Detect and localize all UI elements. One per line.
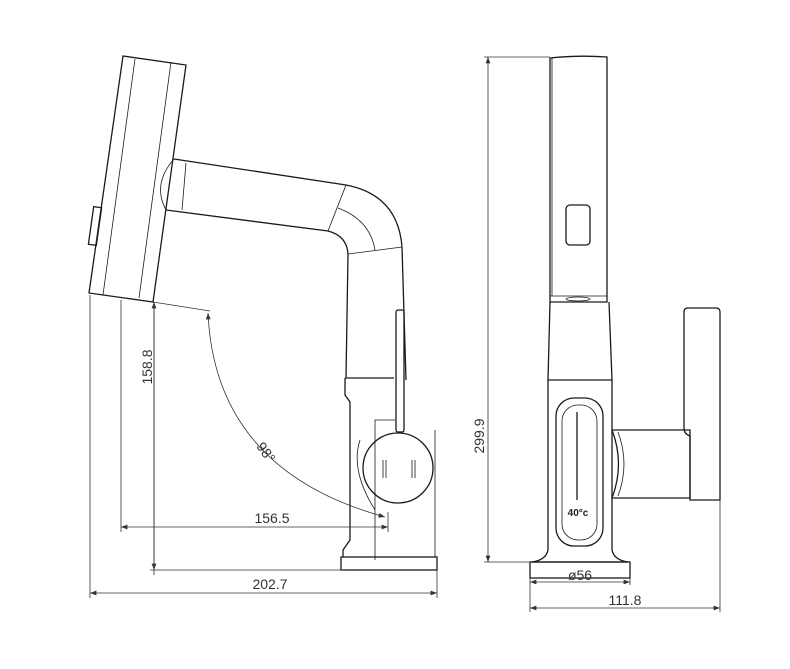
- spray-button: [87, 205, 103, 247]
- temperature-display: 40°c: [568, 508, 589, 519]
- display-window: [555, 397, 604, 547]
- dim-total-depth: 202.7: [252, 576, 287, 592]
- base: [340, 556, 438, 571]
- spray-head: [87, 55, 187, 303]
- front-dimension-lines: [484, 56, 721, 612]
- dim-base-diameter: ø56: [568, 567, 592, 583]
- spout-neck: [547, 301, 613, 381]
- handle-lever: [362, 309, 434, 504]
- body-front: 40°c: [529, 380, 631, 579]
- front-view: 40°c 299.9 ø56 111.8: [471, 55, 721, 612]
- spray-mode-button: [565, 204, 591, 246]
- dim-spout-reach: 156.5: [254, 510, 289, 526]
- dim-spout-height: 158.8: [139, 349, 155, 384]
- dim-total-height: 299.9: [471, 418, 487, 453]
- spout-arm: [160, 158, 407, 381]
- dim-total-width: 111.8: [609, 592, 642, 608]
- dimension-lines: [89, 295, 438, 598]
- body: [340, 377, 438, 571]
- angle-arc: [205, 312, 386, 518]
- base-front: [529, 561, 631, 579]
- side-view: 158.8 156.5 202.7 98°: [87, 55, 438, 598]
- spray-head-front: [549, 55, 608, 303]
- handle-front: [611, 307, 721, 501]
